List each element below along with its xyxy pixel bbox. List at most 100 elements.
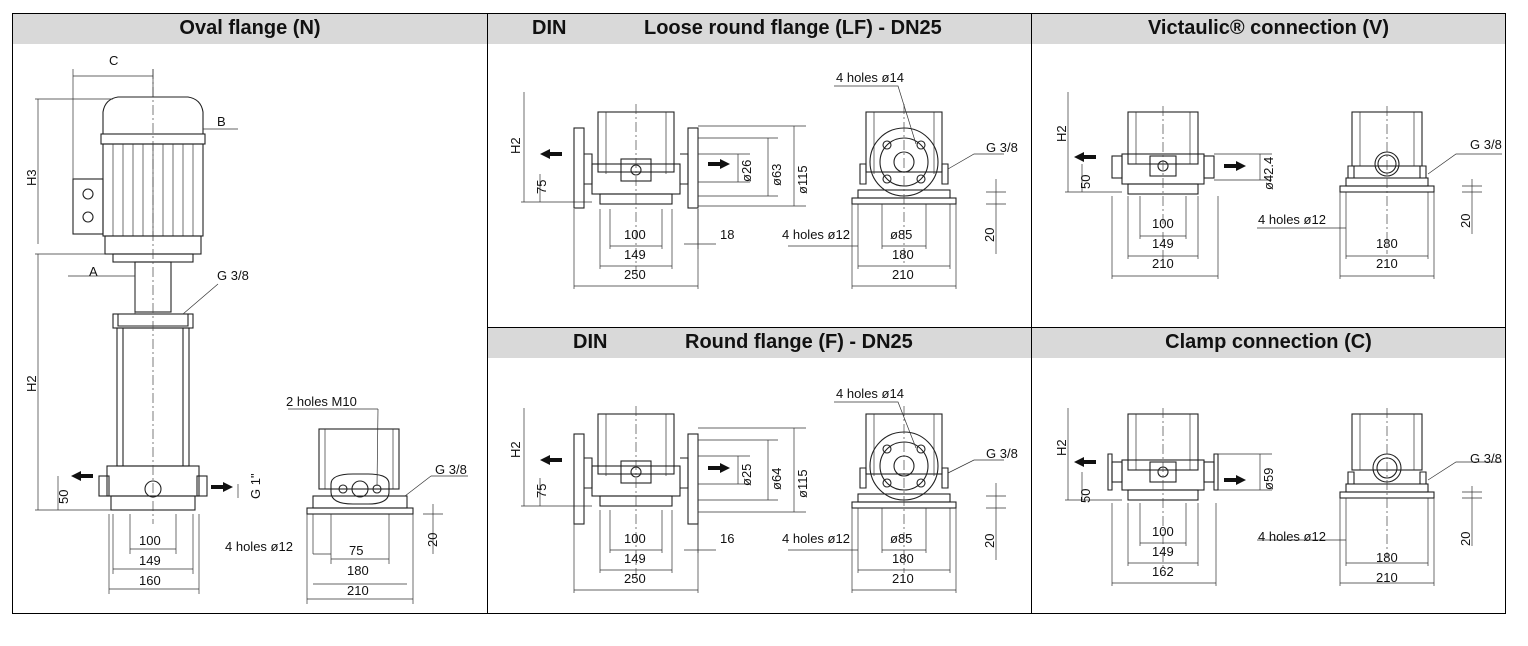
- dim-250: 250: [624, 267, 646, 282]
- loose-flange-drawing: H2 75 ø26 ø63 ø115 100 149 250 18: [508, 70, 1018, 289]
- dim-h3: H3: [24, 169, 39, 186]
- panel-title: Oval flange (N): [179, 17, 321, 39]
- flange-labels: 4 holes ø14 G 3/8 4 holes ø12 ø85 180 21…: [782, 70, 1018, 282]
- round-labels: H2 75 ø25 ø64 ø115 100 149 250 16: [508, 441, 810, 586]
- dim-180: 180: [1376, 236, 1398, 251]
- label-holes-14: 4 holes ø14: [836, 386, 904, 401]
- pump-side-view: [1074, 106, 1246, 259]
- dim-d85: ø85: [890, 531, 912, 546]
- label-g38: G 3/8: [1470, 137, 1502, 152]
- round-flange-drawing: H2 75 ø25 ø64 ø115 100 149 250 16: [508, 386, 1018, 593]
- dim-75: 75: [349, 543, 363, 558]
- dim-20: 20: [425, 533, 440, 547]
- label-g1: G 1": [248, 473, 263, 499]
- dim-h2: H2: [508, 137, 523, 154]
- dim-250: 250: [624, 571, 646, 586]
- dim-75: 75: [534, 180, 549, 194]
- dim-50: 50: [1078, 175, 1093, 189]
- oval-base-labels: 2 holes M10 G 3/8 4 holes ø12 75 180 210…: [225, 394, 467, 598]
- dim-d64: ø64: [769, 468, 784, 490]
- flange-labels: 4 holes ø14 G 3/8 4 holes ø12 ø85 180 21…: [782, 386, 1018, 586]
- clamp-front-dimensions: [1257, 461, 1502, 586]
- oval-dimension-labels: C B A H3 H2 G 3/8 G 1" 50 100 149 160: [24, 53, 263, 588]
- label-holes-12: 4 holes ø12: [225, 539, 293, 554]
- dim-h2: H2: [508, 441, 523, 458]
- dim-d115: ø115: [795, 165, 810, 194]
- dimension-sheet: Oval flange (N): [12, 13, 1506, 614]
- label-g38: G 3/8: [1470, 451, 1502, 466]
- label-holes-12: 4 holes ø12: [1258, 212, 1326, 227]
- dim-h2: H2: [1054, 439, 1069, 456]
- flange-dimensions: [788, 401, 1006, 593]
- pump-side-view: [540, 406, 730, 578]
- label-g38: G 3/8: [217, 268, 249, 283]
- dim-c: C: [109, 53, 118, 68]
- dim-16: 16: [720, 531, 734, 546]
- clamp-front-view: [1339, 408, 1435, 558]
- din-label: DIN: [573, 331, 608, 353]
- dim-180: 180: [892, 551, 914, 566]
- dim-75: 75: [534, 484, 549, 498]
- dim-180: 180: [1376, 550, 1398, 565]
- dim-100: 100: [1152, 216, 1174, 231]
- clamp-dimensions: [1065, 408, 1272, 586]
- dim-50: 50: [56, 490, 71, 504]
- oval-dimension-lines: [35, 69, 239, 594]
- dim-180: 180: [347, 563, 369, 578]
- dim-18: 18: [720, 227, 734, 242]
- victaulic-front-view: [1339, 106, 1435, 254]
- flange-front-view: [851, 406, 957, 573]
- dim-149: 149: [139, 553, 161, 568]
- dim-180: 180: [892, 247, 914, 262]
- panel-loose-round-flange: DIN Loose round flange (LF) - DN25: [488, 14, 1032, 328]
- panel-header: Oval flange (N): [13, 14, 487, 44]
- dim-h2: H2: [24, 375, 39, 392]
- panel-header: DIN Round flange (F) - DN25: [488, 328, 1031, 358]
- dim-160: 160: [139, 573, 161, 588]
- victaulic-labels: H2 50 ø42.4 100 149 210: [1054, 125, 1276, 271]
- dim-b: B: [217, 114, 226, 129]
- panel-oval-flange: Oval flange (N): [13, 14, 488, 613]
- dim-210: 210: [347, 583, 369, 598]
- dim-20: 20: [1458, 532, 1473, 546]
- pump-side-view: [540, 104, 730, 274]
- dim-210: 210: [1376, 256, 1398, 271]
- panel-title: Loose round flange (LF) - DN25: [644, 17, 942, 39]
- dim-100: 100: [624, 227, 646, 242]
- flange-front-view: [851, 104, 957, 264]
- victaulic-dimensions: [1065, 92, 1272, 279]
- dim-149: 149: [1152, 236, 1174, 251]
- dim-50: 50: [1078, 489, 1093, 503]
- dim-210: 210: [1376, 570, 1398, 585]
- label-g38-side: G 3/8: [435, 462, 467, 477]
- pump-base-view: [288, 408, 468, 604]
- dim-h2: H2: [1054, 125, 1069, 142]
- dim-d26: ø26: [739, 160, 754, 182]
- dim-100: 100: [624, 531, 646, 546]
- panel-clamp: Clamp connection (C): [1032, 328, 1505, 613]
- label-holes-m10: 2 holes M10: [286, 394, 357, 409]
- label-g38: G 3/8: [986, 446, 1018, 461]
- dim-d115: ø115: [795, 469, 810, 498]
- dim-d63: ø63: [769, 164, 784, 186]
- dim-149: 149: [624, 247, 646, 262]
- pump-side-view: [71, 69, 233, 524]
- clamp-front-labels: G 3/8 4 holes ø12 180 210 20: [1258, 451, 1502, 585]
- clamp-drawing: H2 50 ø59 100 149 162: [1054, 408, 1502, 586]
- dim-210: 210: [892, 267, 914, 282]
- panel-title: Clamp connection (C): [1165, 331, 1372, 353]
- flange-dimensions: [788, 85, 1006, 289]
- round-dimensions: [521, 408, 806, 593]
- victaulic-front-labels: G 3/8 4 holes ø12 180 210 20: [1258, 137, 1502, 271]
- dim-100: 100: [1152, 524, 1174, 539]
- dim-20: 20: [982, 228, 997, 242]
- loose-dimensions: [521, 92, 806, 289]
- label-holes-12: 4 holes ø12: [782, 227, 850, 242]
- panel-header: Victaulic® connection (V): [1032, 14, 1505, 44]
- dim-210: 210: [892, 571, 914, 586]
- victaulic-drawing: H2 50 ø42.4 100 149 210: [1054, 92, 1502, 279]
- dim-149: 149: [1152, 544, 1174, 559]
- dim-a: A: [89, 264, 98, 279]
- panel-header: DIN Loose round flange (LF) - DN25: [488, 14, 1031, 44]
- dim-100: 100: [139, 533, 161, 548]
